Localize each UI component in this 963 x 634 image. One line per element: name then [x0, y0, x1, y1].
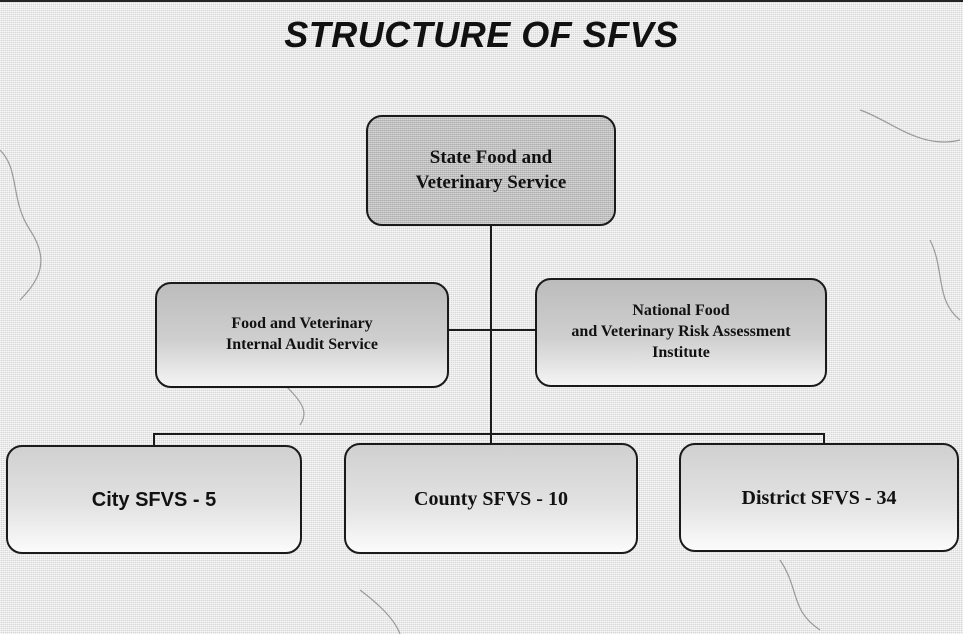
node-label: District SFVS - 34	[741, 486, 897, 509]
connector-city	[153, 433, 155, 445]
node-label: Food and Veterinary Internal Audit Servi…	[226, 315, 378, 353]
node-county-sfvs: County SFVS - 10	[344, 443, 638, 554]
node-internal-audit-service: Food and Veterinary Internal Audit Servi…	[155, 282, 449, 388]
node-district-sfvs: District SFVS - 34	[679, 443, 959, 552]
node-risk-assessment-institute: National Food and Veterinary Risk Assess…	[535, 278, 827, 387]
node-state-food-veterinary-service: State Food and Veterinary Service	[366, 115, 616, 226]
page-title: STRUCTURE OF SFVS	[284, 14, 679, 55]
node-city-sfvs: City SFVS - 5	[6, 445, 302, 554]
connector-bottom-branch	[153, 433, 825, 435]
top-rule	[0, 0, 963, 2]
connector-district	[823, 433, 825, 445]
connector-root-down	[490, 226, 492, 436]
node-label: National Food and Veterinary Risk Assess…	[571, 302, 791, 361]
node-label: State Food and Veterinary Service	[415, 146, 567, 193]
connector-side-branch	[449, 329, 535, 331]
node-label: County SFVS - 10	[414, 487, 568, 510]
connector-county	[490, 433, 492, 445]
node-label: City SFVS - 5	[91, 488, 217, 511]
